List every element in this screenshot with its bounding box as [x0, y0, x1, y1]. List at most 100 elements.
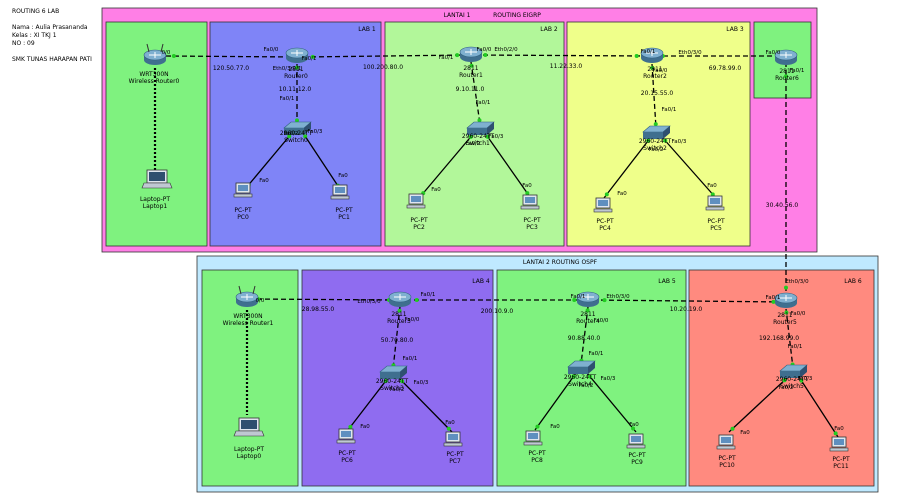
pc5-icon[interactable] [705, 195, 725, 211]
pc2-icon[interactable] [406, 193, 426, 209]
port-router4-eth: Eth0/3/0 [606, 294, 630, 300]
link-switch1-pc2-port-a [468, 134, 473, 139]
label-pc3-line-0: PC-PT [523, 217, 541, 224]
label-pc10-line-1: PC10 [719, 462, 735, 469]
link-switch5-pc11-port-a [799, 378, 804, 383]
label-pc6-line-1: PC6 [341, 457, 353, 464]
port-router3-fa01: Fa0/1 [421, 292, 436, 298]
switch0-icon-front [284, 128, 304, 135]
switch4-icon[interactable] [567, 360, 596, 374]
pc0-icon[interactable] [233, 182, 253, 198]
network-label-8: 30.40.56.0 [766, 202, 799, 209]
laptop0-icon[interactable] [233, 417, 265, 437]
laptop1-icon-base [141, 182, 173, 189]
router5-icon[interactable] [774, 292, 798, 308]
port-router1-eth: Eth0/2/0 [494, 47, 518, 53]
port-router4-fa01: Fa0/1 [571, 294, 586, 300]
label-wireless-router1-line-1: Wireless Router1 [223, 320, 274, 327]
label-switch3-line-0: 2960-24TT [376, 378, 409, 385]
pc10-icon-screen [721, 437, 731, 443]
network-label-7: 20.15.55.0 [641, 90, 674, 97]
wireless-router1-icon-antenna-right [252, 285, 256, 295]
port-switch1-fa01: Fa0/1 [476, 100, 491, 106]
pc3-icon[interactable] [520, 194, 540, 210]
link-switch2-pc5-port-a [663, 138, 668, 143]
switch3-icon[interactable] [379, 365, 408, 379]
pc0-icon-keyboard [233, 193, 253, 198]
port-pc1: Fa0 [338, 173, 348, 179]
pc10-icon[interactable] [716, 434, 736, 450]
switch2-icon[interactable] [642, 125, 671, 139]
network-label-13: 90.88.40.0 [568, 335, 601, 342]
label-pc1-line-0: PC-PT [335, 207, 353, 214]
network-label-10: 200.10.9.0 [481, 308, 514, 315]
port-switch2-fa03: Fa0/3 [672, 139, 687, 145]
label-switch2-line-1: Switch2 [643, 145, 667, 152]
pc5-icon-screen [710, 198, 720, 204]
port-switch2-fa01: Fa0/1 [662, 107, 677, 113]
port-router1-fa01: Fa0/1 [439, 55, 454, 61]
link-switch1-pc3-port-a [485, 134, 490, 139]
label-router6-line-0: 2811 [779, 68, 794, 75]
label-switch5-line-1: Switch5 [780, 383, 804, 390]
pc8-icon[interactable] [523, 430, 543, 446]
label-router4-line-0: 2811 [580, 311, 595, 318]
port-switch3-fa03: Fa0/3 [414, 380, 429, 386]
link-switch1-pc2 [419, 132, 475, 198]
pc9-icon-keyboard [626, 444, 646, 449]
link-router2-switch2-port-b [653, 122, 658, 127]
label-switch4-line-1: Switch4 [568, 381, 592, 388]
pc9-icon[interactable] [626, 433, 646, 449]
port-switch1-fa03: Fa0/3 [489, 134, 504, 140]
network-label-6: 9.10.11.0 [456, 86, 485, 93]
pc7-icon[interactable] [443, 431, 463, 447]
pc6-icon[interactable] [336, 428, 356, 444]
pc4-icon[interactable] [593, 197, 613, 213]
port-pc10: Fa0 [740, 430, 750, 436]
link-switch2-pc4-port-b [604, 192, 609, 197]
link-router1-switch1-port-a [469, 63, 474, 68]
switch1-icon[interactable] [466, 121, 495, 135]
router2-icon[interactable] [640, 47, 664, 63]
port-switch5-fa02: Fa0/2 [779, 385, 794, 391]
link-switch2-pc5-port-b [710, 192, 715, 197]
laptop0-icon-base [233, 430, 265, 437]
link-switch2-pc4 [603, 136, 652, 199]
pc10-icon-keyboard [716, 445, 736, 450]
wireless-router0-icon-antenna-left [146, 43, 150, 53]
switch3-icon-front [380, 372, 400, 379]
label-pc11-line-0: PC-PT [832, 456, 850, 463]
switch0-icon[interactable] [283, 121, 312, 135]
router1-icon[interactable] [459, 46, 483, 62]
label-laptop1-line-1: Laptop1 [143, 203, 168, 210]
router5-icon-arrows [780, 295, 792, 301]
link-router5-switch5 [785, 308, 794, 369]
network-label-5: 10.11.12.0 [279, 86, 312, 93]
router3-icon[interactable] [388, 291, 412, 307]
wireless-router0-icon[interactable] [143, 43, 167, 65]
laptop1-icon[interactable] [141, 169, 173, 189]
link-router3-router4-port-b [572, 298, 577, 302]
switch5-icon[interactable] [779, 364, 808, 378]
pc11-icon[interactable] [829, 436, 849, 452]
pc1-icon-keyboard [330, 195, 350, 200]
label-pc10-line-0: PC-PT [718, 455, 736, 462]
label-laptop0-line-1: Laptop0 [237, 453, 262, 460]
pc4-icon-screen [598, 200, 608, 206]
label-router4-line-1: Router4 [576, 318, 600, 325]
port-pc2: Fa0 [431, 187, 441, 193]
router4-icon[interactable] [576, 291, 600, 307]
link-switch5-pc10 [728, 376, 789, 433]
router6-icon[interactable] [774, 49, 798, 65]
wireless-router1-icon[interactable] [235, 285, 259, 307]
router0-icon[interactable] [285, 47, 309, 63]
link-wrt1-router3 [248, 298, 399, 301]
link-router6-router5-port-a [784, 74, 788, 79]
network-label-12: 50.70.80.0 [381, 337, 414, 344]
pc3-icon-keyboard [520, 205, 540, 210]
link-router1-router2 [474, 54, 648, 57]
port-switch3-fa01: Fa0/1 [403, 356, 418, 362]
link-switch5-pc10-port-b [730, 426, 735, 431]
pc1-icon[interactable] [330, 184, 350, 200]
label-pc4-line-0: PC-PT [596, 218, 614, 225]
